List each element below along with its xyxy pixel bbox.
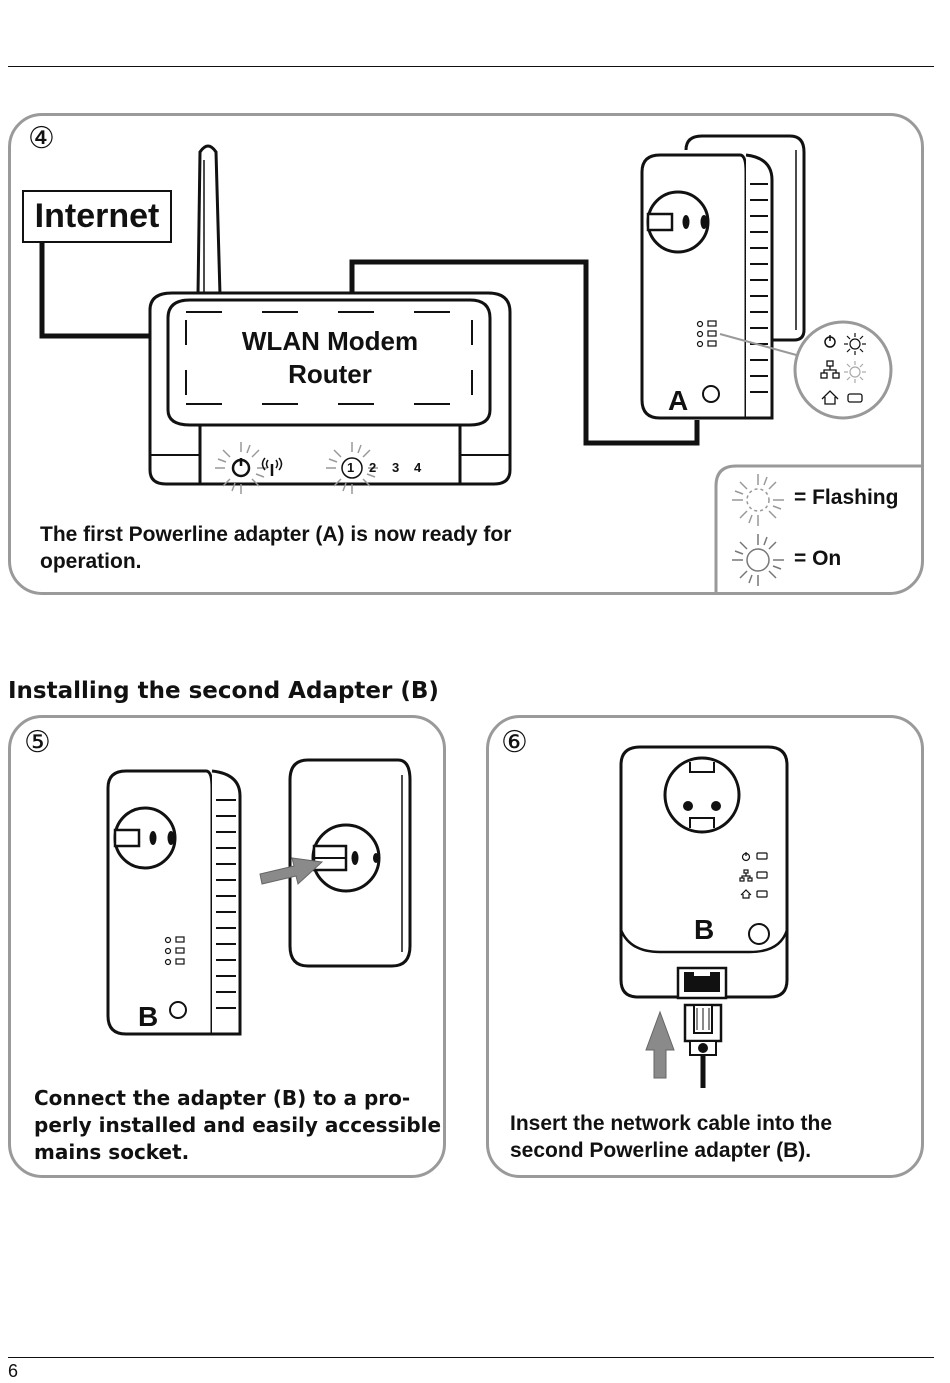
adapter-a-letter: A bbox=[668, 385, 689, 416]
arrow-icon bbox=[259, 857, 324, 885]
step5-caption-line3: mains socket. bbox=[34, 1140, 190, 1164]
bottom-rule bbox=[8, 1357, 934, 1358]
on-legend-icon bbox=[732, 534, 784, 586]
led-zoom-circle bbox=[793, 320, 893, 420]
rj45-plug-icon bbox=[683, 1003, 723, 1088]
page-number: 6 bbox=[8, 1361, 19, 1381]
wall-socket-icon bbox=[288, 758, 412, 968]
step4-panel bbox=[8, 113, 924, 595]
step4-number: ④ bbox=[28, 121, 55, 156]
power-icon bbox=[215, 442, 267, 494]
router-port-1: 1 bbox=[347, 460, 355, 475]
legend-on-label: = On bbox=[794, 547, 842, 570]
step5-caption-line1: Connect the adapter (B) to a pro- bbox=[34, 1086, 411, 1110]
router-port-2: 2 bbox=[369, 460, 377, 475]
adapter-a-icon bbox=[640, 153, 774, 420]
network-icon bbox=[820, 360, 840, 379]
step4-illustration bbox=[39, 134, 924, 594]
adapter-b-letter-step5: B bbox=[138, 1001, 159, 1032]
top-rule bbox=[8, 66, 934, 67]
step6-illustration bbox=[619, 745, 789, 1088]
legend-box bbox=[714, 464, 924, 594]
flashing-led-icon bbox=[844, 361, 866, 383]
step6-number: ⑥ bbox=[501, 725, 528, 760]
router-label: WLAN Modem Router bbox=[215, 325, 445, 391]
step4-caption: The first Powerline adapter (A) is now r… bbox=[40, 521, 511, 575]
power-icon bbox=[741, 852, 751, 862]
internet-cable bbox=[39, 243, 150, 339]
step6-caption-line2: second Powerline adapter (B). bbox=[510, 1139, 812, 1162]
internet-label: Internet bbox=[22, 190, 172, 243]
step6-caption-line1: Insert the network cable into the bbox=[510, 1112, 833, 1135]
antenna-icon bbox=[196, 144, 222, 296]
step4-caption-line1: The first Powerline adapter (A) is now r… bbox=[40, 523, 512, 546]
arrow-icon bbox=[645, 1010, 675, 1079]
flashing-legend-icon bbox=[732, 474, 784, 526]
network-icon bbox=[739, 869, 753, 882]
router-port-4: 4 bbox=[414, 460, 422, 475]
port1-led bbox=[326, 442, 378, 494]
step5-number: ⑤ bbox=[24, 725, 51, 760]
flashing-led-icon bbox=[844, 333, 866, 355]
router-icon bbox=[148, 291, 512, 494]
step5-panel bbox=[8, 715, 446, 1178]
home-icon bbox=[821, 390, 839, 405]
step6-caption: Insert the network cable into the second… bbox=[510, 1110, 832, 1164]
adapter-b-letter-step6: B bbox=[694, 914, 715, 945]
step5-illustration bbox=[106, 758, 412, 1036]
step5-caption-line2: perly installed and easily accessible bbox=[34, 1113, 442, 1137]
step4-caption-line2: operation. bbox=[40, 550, 142, 573]
router-label-line2: Router bbox=[288, 359, 372, 389]
router-label-line1: WLAN Modem bbox=[241, 326, 419, 356]
network-cable bbox=[349, 259, 700, 446]
adapter-b-icon bbox=[106, 769, 242, 1036]
adapter-b-front-icon bbox=[619, 745, 789, 1000]
step6-panel bbox=[486, 715, 924, 1178]
section-title: Installing the second Adapter (B) bbox=[8, 678, 439, 704]
router-port-3: 3 bbox=[392, 460, 400, 475]
wlan-icon bbox=[261, 457, 283, 476]
step5-caption: Connect the adapter (B) to a pro- perly … bbox=[34, 1085, 441, 1166]
home-icon bbox=[740, 889, 752, 899]
power-icon bbox=[824, 335, 836, 348]
legend-flashing-label: = Flashing bbox=[794, 486, 899, 509]
